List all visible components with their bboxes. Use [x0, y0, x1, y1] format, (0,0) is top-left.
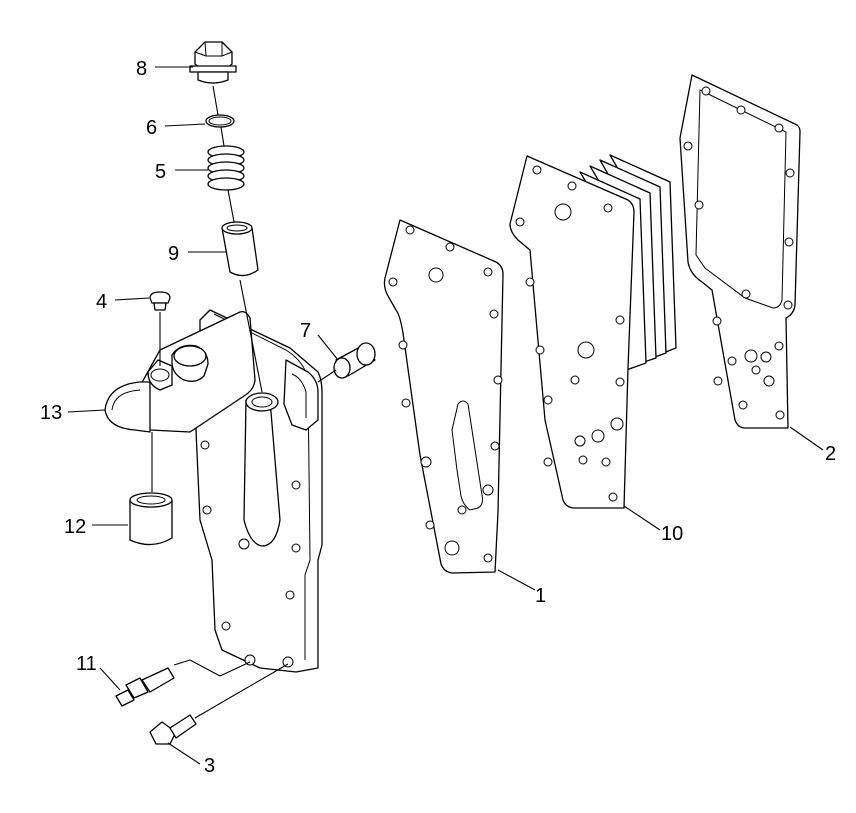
callout-6: 6 — [146, 117, 157, 139]
callout-12: 12 — [64, 516, 86, 538]
callout-7: 7 — [300, 320, 311, 342]
cooler-housing — [134, 309, 323, 673]
gasket-part-2 — [679, 74, 801, 429]
cooler-core-part-10 — [509, 154, 677, 509]
callout-3: 3 — [204, 755, 215, 777]
plug-bolt-part-8 — [189, 41, 237, 84]
callout-1: 1 — [535, 585, 546, 607]
callout-13: 13 — [40, 402, 62, 424]
callout-11: 11 — [76, 653, 97, 675]
plug-part-12 — [129, 492, 173, 546]
callout-labels: 8 6 5 9 4 7 13 12 11 3 1 10 2 — [40, 58, 836, 777]
callout-4: 4 — [96, 291, 107, 313]
callout-2: 2 — [825, 443, 836, 465]
callout-8: 8 — [136, 58, 147, 80]
assembly-lines — [151, 85, 337, 719]
callout-leaders — [67, 66, 824, 765]
callout-5: 5 — [155, 161, 166, 183]
pin-part-4 — [149, 291, 171, 311]
callout-10: 10 — [661, 523, 683, 545]
oring-part-13 — [104, 381, 151, 433]
gasket-part-1 — [383, 219, 504, 574]
callout-9: 9 — [168, 243, 179, 265]
oring-part-6 — [205, 114, 235, 128]
bolt-part-3 — [149, 714, 197, 745]
spring-part-5 — [207, 145, 245, 191]
stud-part-11 — [115, 667, 175, 707]
valve-part-9 — [221, 221, 259, 277]
sleeve-part-7 — [333, 342, 376, 379]
